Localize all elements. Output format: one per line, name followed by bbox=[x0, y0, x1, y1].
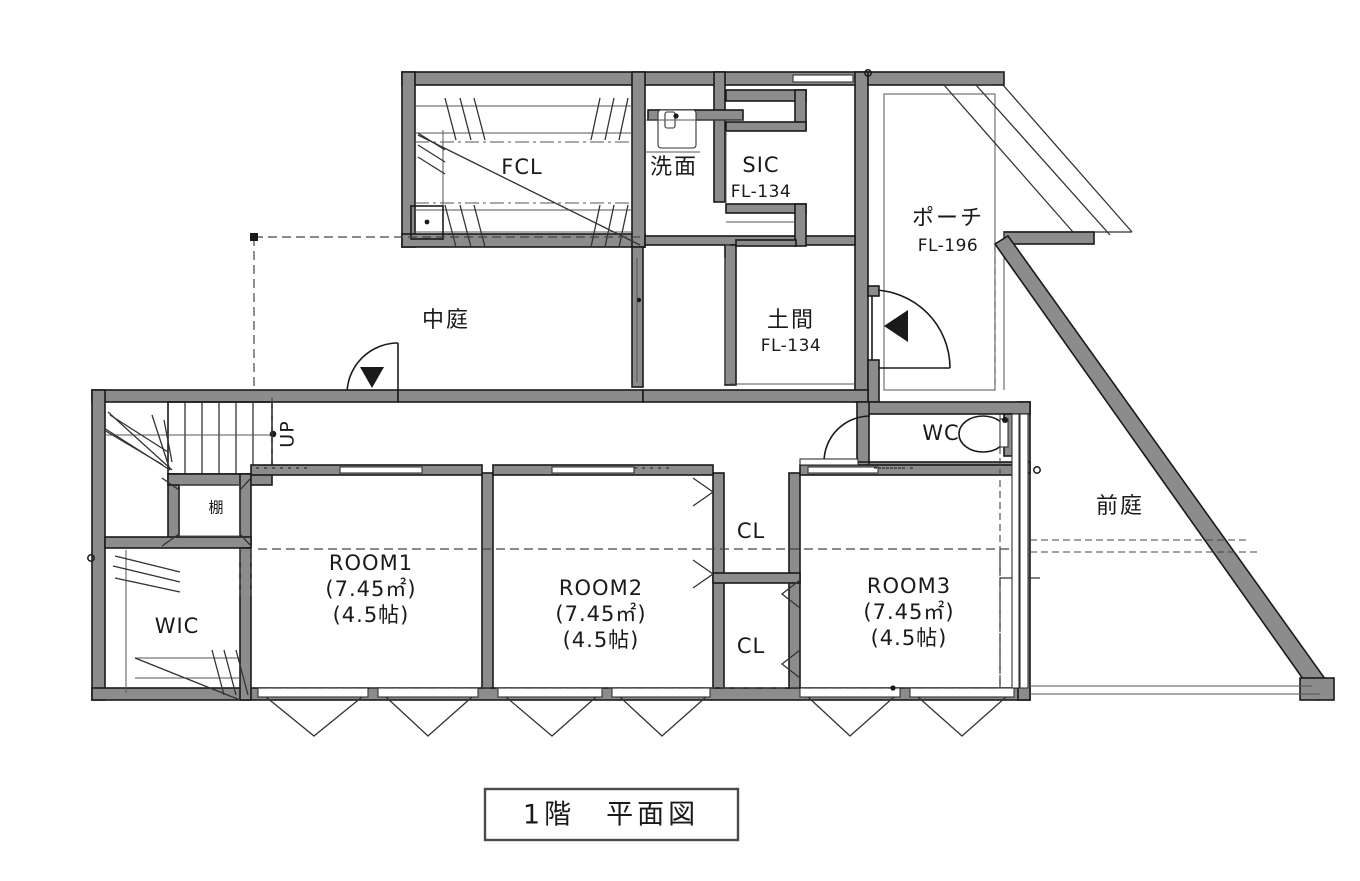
porch-structure bbox=[867, 71, 1133, 403]
wic-area bbox=[87, 547, 252, 701]
label-porch-level: FL-196 bbox=[918, 236, 979, 256]
label-sic: SIC bbox=[742, 153, 779, 177]
label-fcl: FCL bbox=[501, 155, 542, 179]
bottom-windows bbox=[257, 687, 1015, 737]
label-room3: ROOM3 bbox=[867, 574, 951, 598]
label-shelf: 棚 bbox=[208, 499, 223, 517]
shelf-closet bbox=[104, 473, 273, 549]
room3-sliding-door bbox=[999, 413, 1029, 689]
label-wic: WIC bbox=[155, 614, 200, 638]
label-sic-level: FL-134 bbox=[731, 182, 792, 202]
label-room1: ROOM1 bbox=[329, 551, 413, 575]
label-room1-tatami: (4.5帖) bbox=[333, 603, 410, 627]
label-room1-area: (7.45㎡) bbox=[325, 577, 416, 601]
label-room3-tatami: (4.5帖) bbox=[871, 626, 948, 650]
label-room3-area: (7.45㎡) bbox=[863, 600, 954, 624]
room-labels: FCL 洗面 SIC FL-134 ポーチ FL-196 土間 FL-134 中… bbox=[155, 153, 1144, 658]
label-doma: 土間 bbox=[767, 308, 815, 333]
stair-up-label: UP bbox=[277, 420, 299, 447]
fcl-closet-lines bbox=[410, 97, 641, 248]
label-cl-lower: CL bbox=[737, 634, 765, 658]
closet-door-symbols bbox=[692, 477, 801, 679]
label-courtyard: 中庭 bbox=[422, 308, 470, 333]
staircase: UP bbox=[103, 398, 299, 478]
label-porch: ポーチ bbox=[912, 206, 984, 231]
label-room2-area: (7.45㎡) bbox=[555, 602, 646, 626]
bedroom-top-openings bbox=[256, 466, 913, 474]
wc-room bbox=[799, 413, 1014, 469]
label-doma-level: FL-134 bbox=[761, 336, 822, 356]
label-cl-upper: CL bbox=[737, 519, 765, 543]
front-yard-boundary bbox=[864, 69, 1335, 702]
courtyard-area bbox=[250, 233, 644, 395]
upper-window bbox=[792, 74, 854, 83]
label-senmen: 洗面 bbox=[650, 155, 698, 180]
label-front-yard: 前庭 bbox=[1096, 494, 1144, 519]
doma-area bbox=[724, 239, 855, 386]
sic-shelving bbox=[725, 89, 807, 247]
label-room2: ROOM2 bbox=[559, 576, 643, 600]
washbasin-fixture bbox=[645, 109, 744, 153]
label-room2-tatami: (4.5帖) bbox=[563, 628, 640, 652]
title-block: 1階 平面図 bbox=[483, 787, 740, 842]
drawing-title: 1階 平面図 bbox=[523, 800, 699, 831]
label-wc: WC bbox=[922, 421, 959, 445]
